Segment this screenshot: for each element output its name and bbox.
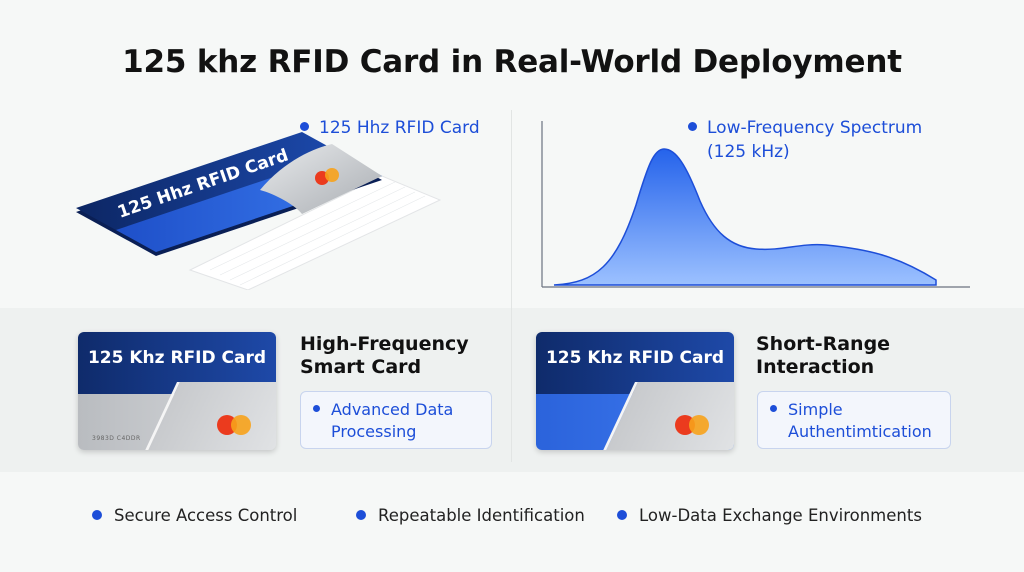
mastercard-logo-icon: [675, 415, 709, 435]
spectrum-curve: [553, 148, 937, 286]
card-title: 125 Khz RFID Card: [87, 348, 267, 368]
box-line1: Advanced Data: [331, 400, 454, 419]
feature-item-text: Secure Access Control: [114, 506, 298, 525]
isometric-rfid-card: 125 Hhz RFID Card: [70, 120, 450, 291]
feature-item-text: Repeatable Identification: [378, 506, 585, 525]
bullet-icon: [356, 509, 366, 520]
spectrum-label: Low-Frequency Spectrum (125 kHz): [688, 116, 988, 164]
top-left-label-text: 125 Hhz RFID Card: [319, 118, 480, 138]
bullet-icon: [313, 405, 320, 412]
page-title: 125 khz RFID Card in Real-World Deployme…: [122, 44, 902, 80]
bullet-icon: [92, 509, 102, 520]
short-range-card-image: 125 Khz RFID Card: [536, 332, 734, 450]
heading-line2: Smart Card: [300, 356, 422, 378]
spectrum-label-line2: (125 kHz): [707, 142, 790, 162]
bullet-icon: [688, 121, 697, 131]
high-frequency-heading: High-Frequency Smart Card: [300, 333, 469, 379]
frequency-spectrum-plot: [536, 115, 976, 295]
heading-line1: High-Frequency: [300, 333, 469, 355]
short-range-heading: Short-Range Interaction: [756, 333, 890, 379]
bullet-icon: [617, 509, 627, 520]
bullet-icon: [300, 121, 309, 131]
feature-item-text: Low-Data Exchange Environments: [639, 506, 922, 525]
card-title: 125 Khz RFID Card: [545, 348, 725, 368]
top-left-label: 125 Hhz RFID Card: [300, 116, 480, 140]
box-line2: Authentimtication: [788, 422, 932, 441]
simple-authentication-box: Simple Authentimtication: [757, 391, 951, 449]
feature-item: Secure Access Control: [92, 506, 297, 525]
bullet-icon: [770, 405, 777, 412]
heading-line1: Short-Range: [756, 333, 891, 355]
feature-item: Repeatable Identification: [356, 506, 585, 525]
feature-list: Secure Access Control Repeatable Identif…: [0, 506, 1024, 528]
feature-item: Low-Data Exchange Environments: [617, 506, 922, 525]
mastercard-logo-icon: [217, 415, 251, 435]
advanced-data-box: Advanced Data Processing: [300, 391, 492, 449]
vertical-divider: [511, 110, 512, 462]
high-frequency-card-image: 125 Khz RFID Card 3983D C4DDR: [78, 332, 276, 450]
heading-line2: Interaction: [756, 356, 875, 378]
spectrum-label-line1: Low-Frequency Spectrum: [707, 118, 923, 138]
card-small-text: 3983D C4DDR: [92, 435, 141, 442]
box-line1: Simple: [788, 400, 843, 419]
box-line2: Processing: [331, 422, 417, 441]
